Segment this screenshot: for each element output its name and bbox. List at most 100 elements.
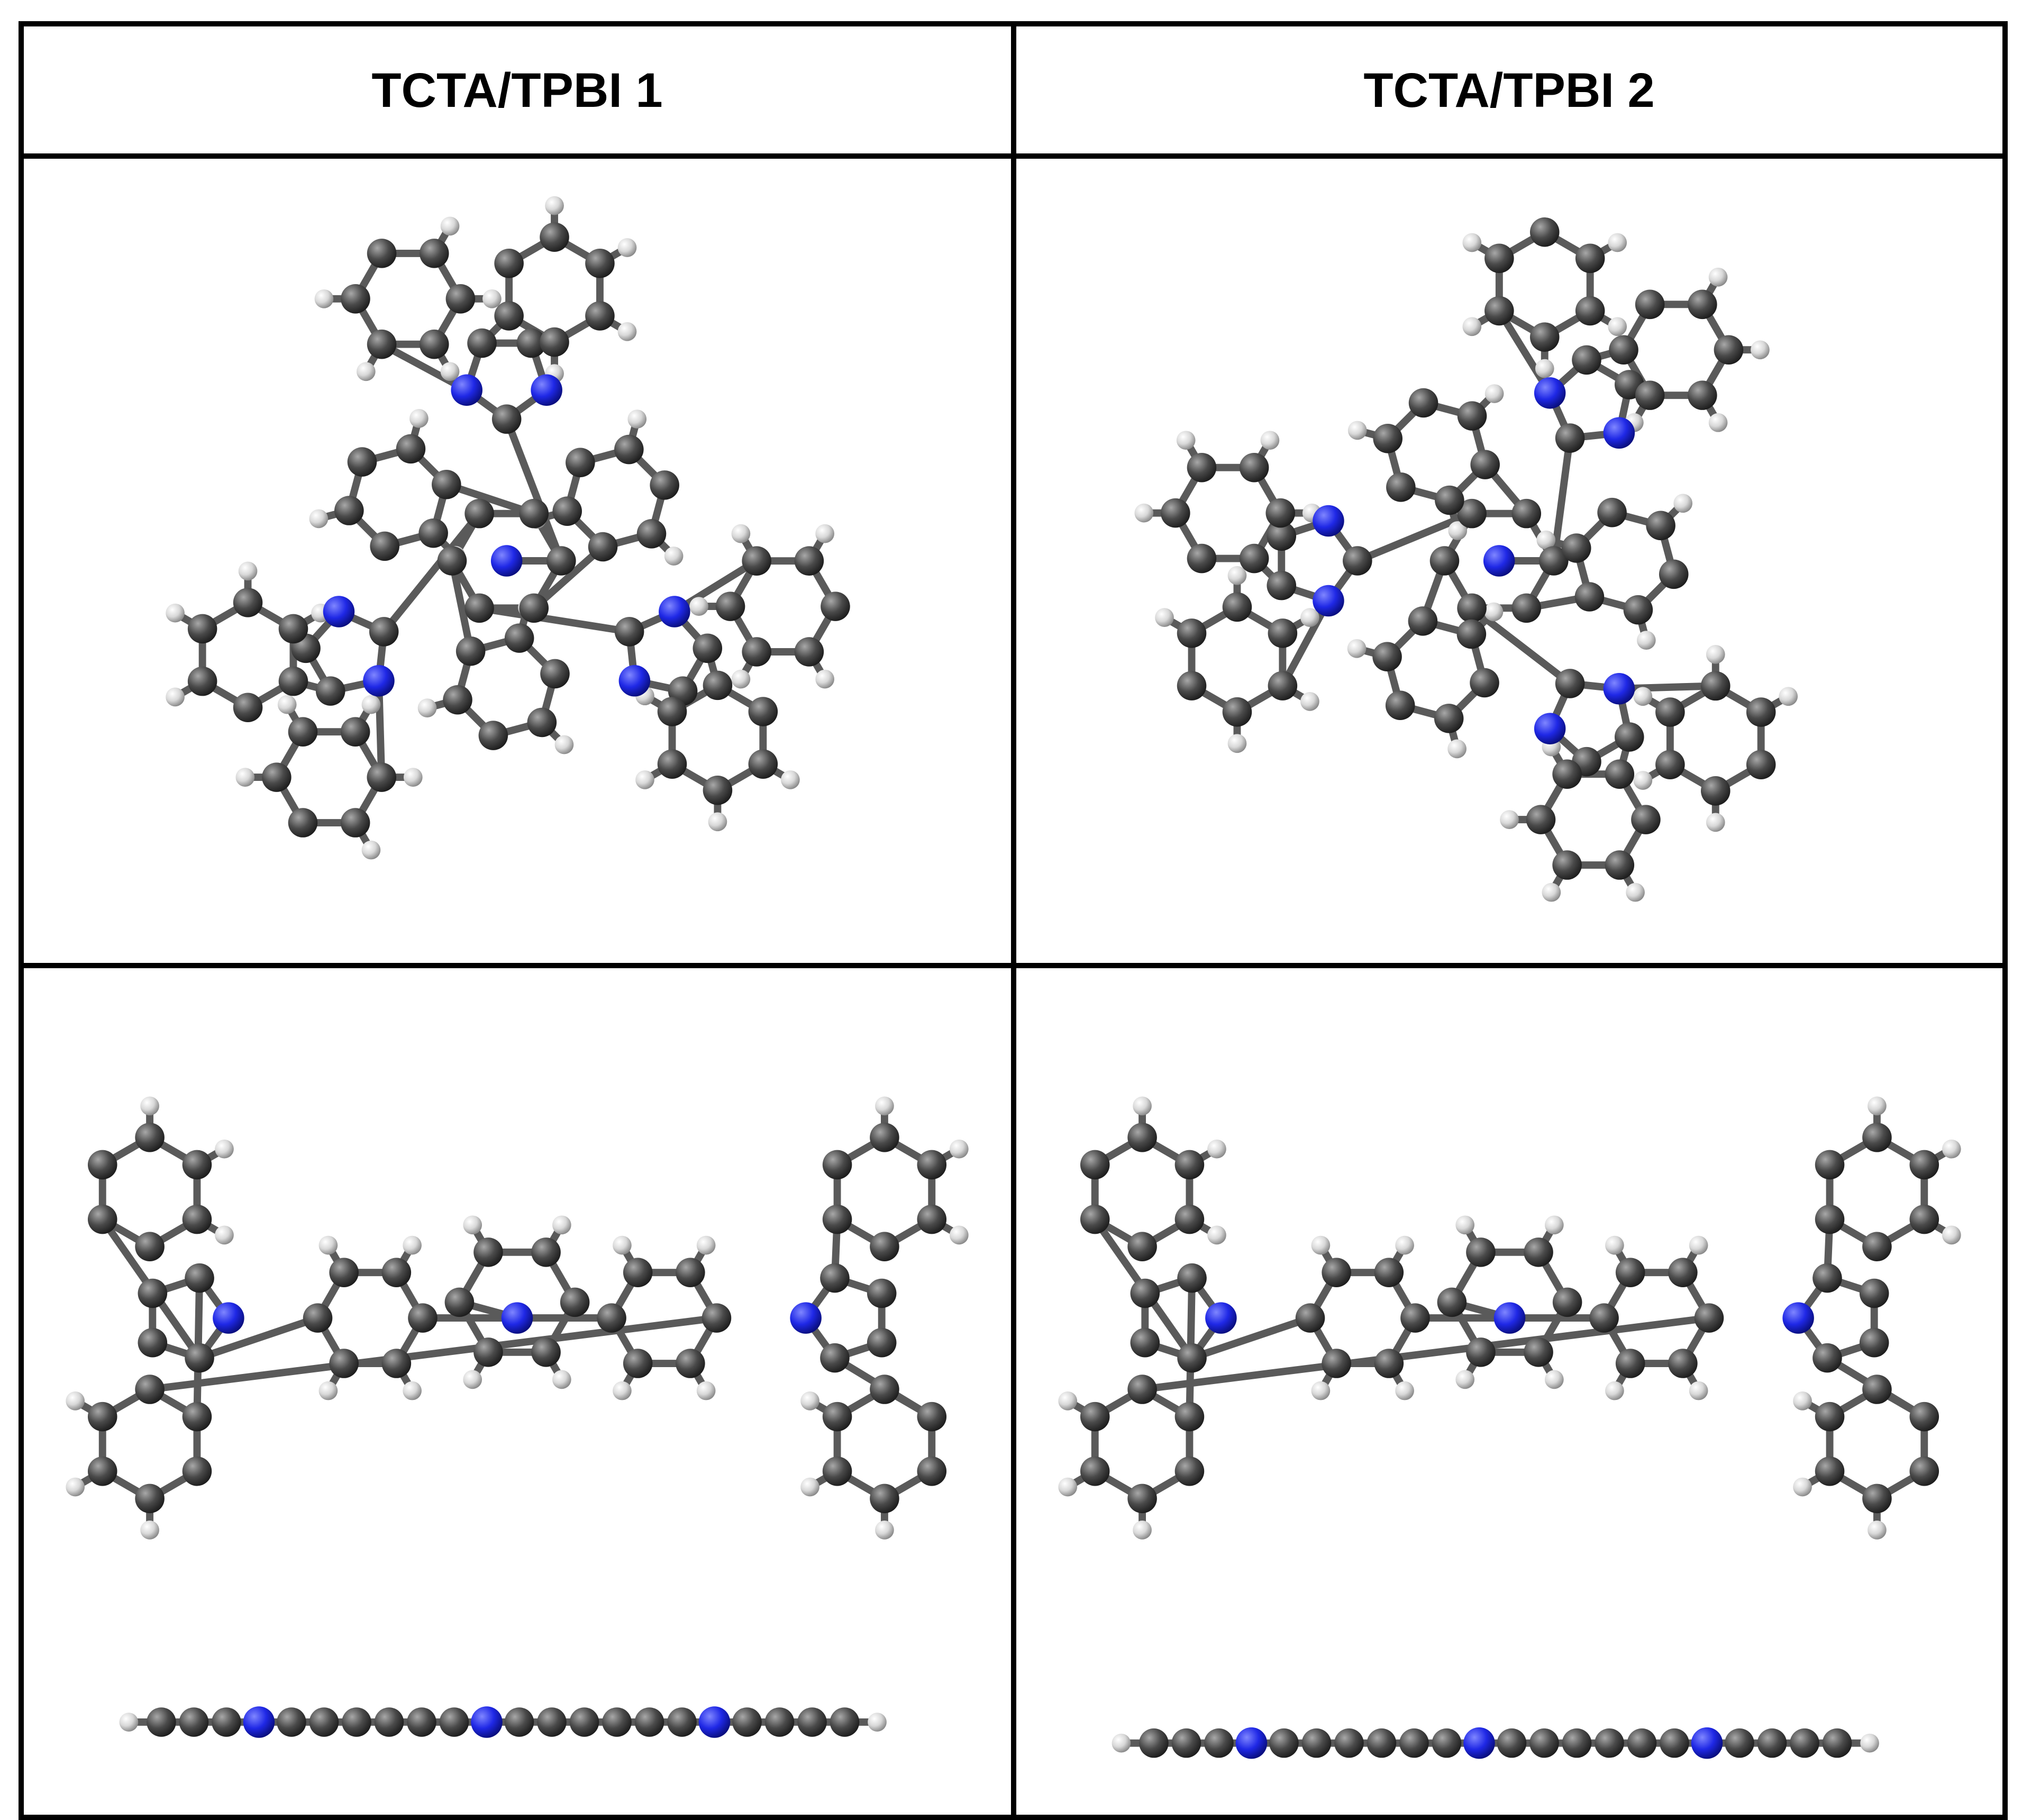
hydrogen-atom: [781, 770, 800, 789]
carbon-atom: [182, 1457, 212, 1486]
carbon-atom: [588, 532, 618, 562]
bond: [380, 509, 484, 635]
hydrogen-atom: [1227, 566, 1246, 585]
hydrogen-atom: [1447, 739, 1466, 759]
hydrogen-atom: [1462, 317, 1481, 336]
carbon-atom: [288, 808, 318, 838]
carbon-atom: [1523, 1337, 1553, 1367]
carbon-atom: [381, 1258, 412, 1287]
carbon-atom: [1399, 1728, 1428, 1758]
carbon-atom: [1174, 1402, 1204, 1432]
carbon-atom: [715, 592, 745, 621]
bond: [1495, 307, 1553, 397]
carbon-atom: [703, 775, 733, 805]
nitrogen-atom: [363, 665, 395, 697]
carbon-atom: [822, 1204, 852, 1234]
carbon-atom: [516, 328, 547, 358]
bond: [196, 1314, 322, 1362]
carbon-atom: [1909, 1402, 1939, 1432]
hydrogen-atom: [1544, 1215, 1563, 1235]
carbon-atom: [623, 1258, 653, 1287]
bond: [530, 543, 607, 612]
hydrogen-atom: [1860, 1733, 1879, 1753]
carbon-atom: [1470, 450, 1499, 479]
carbon-atom: [504, 1707, 534, 1737]
hydrogen-atom: [409, 409, 429, 428]
carbon-atom: [1295, 1303, 1325, 1333]
hydrogen-atom: [318, 1381, 338, 1400]
column-header-1: TCTA/TPBI 1: [19, 21, 1016, 159]
carbon-atom: [1408, 388, 1438, 418]
carbon-atom: [1433, 704, 1463, 733]
bond: [670, 557, 761, 615]
carbon-atom: [820, 1263, 850, 1293]
nitrogen-atom: [659, 596, 690, 627]
carbon-atom: [1814, 1150, 1844, 1180]
carbon-atom: [1267, 671, 1297, 700]
carbon-atom: [1574, 243, 1605, 274]
hydrogen-atom: [356, 362, 376, 381]
carbon-atom: [1700, 776, 1730, 806]
carbon-atom: [340, 717, 370, 747]
hydrogen-atom: [235, 768, 255, 787]
hydrogen-atom: [949, 1225, 969, 1245]
carbon-atom: [419, 329, 449, 359]
hydrogen-atom: [613, 1235, 632, 1255]
carbon-atom: [369, 617, 399, 647]
carbon-atom: [1687, 380, 1717, 410]
carbon-atom: [1859, 1327, 1889, 1358]
carbon-atom: [185, 1263, 214, 1293]
carbon-atom: [334, 496, 364, 525]
carbon-atom: [732, 1707, 762, 1737]
carbon-atom: [1554, 669, 1584, 698]
carbon-atom: [1511, 498, 1541, 529]
carbon-atom: [870, 1375, 899, 1404]
hydrogen-atom: [314, 289, 334, 308]
hydrogen-atom: [1395, 1235, 1414, 1255]
carbon-atom: [262, 762, 292, 792]
hydrogen-atom: [1132, 1521, 1151, 1540]
carbon-atom: [329, 1349, 359, 1378]
hydrogen-atom: [1347, 421, 1367, 440]
nitrogen-atom: [790, 1302, 822, 1334]
carbon-atom: [764, 1707, 795, 1737]
hydrogen-atom: [1688, 1381, 1708, 1400]
carbon-atom: [1645, 511, 1675, 541]
carbon-atom: [1597, 497, 1626, 527]
carbon-atom: [1465, 1337, 1495, 1367]
carbon-atom: [917, 1204, 947, 1234]
carbon-atom: [1608, 335, 1638, 365]
carbon-atom: [821, 592, 850, 621]
hydrogen-atom: [277, 695, 297, 714]
carbon-atom: [540, 659, 570, 689]
carbon-atom: [1552, 1287, 1582, 1317]
hydrogen-atom: [1176, 431, 1195, 450]
carbon-atom: [233, 588, 263, 617]
carbon-atom: [531, 1237, 561, 1267]
carbon-atom: [552, 496, 582, 526]
carbon-atom: [87, 1204, 117, 1234]
carbon-atom: [1529, 1728, 1559, 1758]
carbon-atom: [278, 614, 308, 644]
hydrogen-atom: [1455, 1370, 1474, 1389]
carbon-atom: [1407, 606, 1437, 636]
hydrogen-atom: [1227, 734, 1246, 753]
carbon-atom: [1862, 1375, 1891, 1404]
bond: [1188, 1314, 1314, 1362]
carbon-atom: [650, 470, 679, 500]
bond: [1138, 1314, 1713, 1393]
tcta-1-views: [19, 963, 1016, 1820]
carbon-atom: [182, 1204, 212, 1234]
tcta-2-views: [1010, 963, 2008, 1820]
carbon-atom: [407, 1707, 436, 1737]
hydrogen-atom: [664, 547, 684, 566]
carbon-atom: [748, 749, 778, 779]
carbon-atom: [367, 329, 397, 359]
hydrogen-atom: [731, 669, 751, 689]
hydrogen-atom: [617, 238, 637, 257]
carbon-atom: [1174, 1204, 1204, 1234]
nitrogen-atom: [1463, 1727, 1495, 1759]
hydrogen-atom: [215, 1139, 234, 1159]
carbon-atom: [1186, 452, 1216, 483]
hydrogen-atom: [1605, 1235, 1624, 1255]
